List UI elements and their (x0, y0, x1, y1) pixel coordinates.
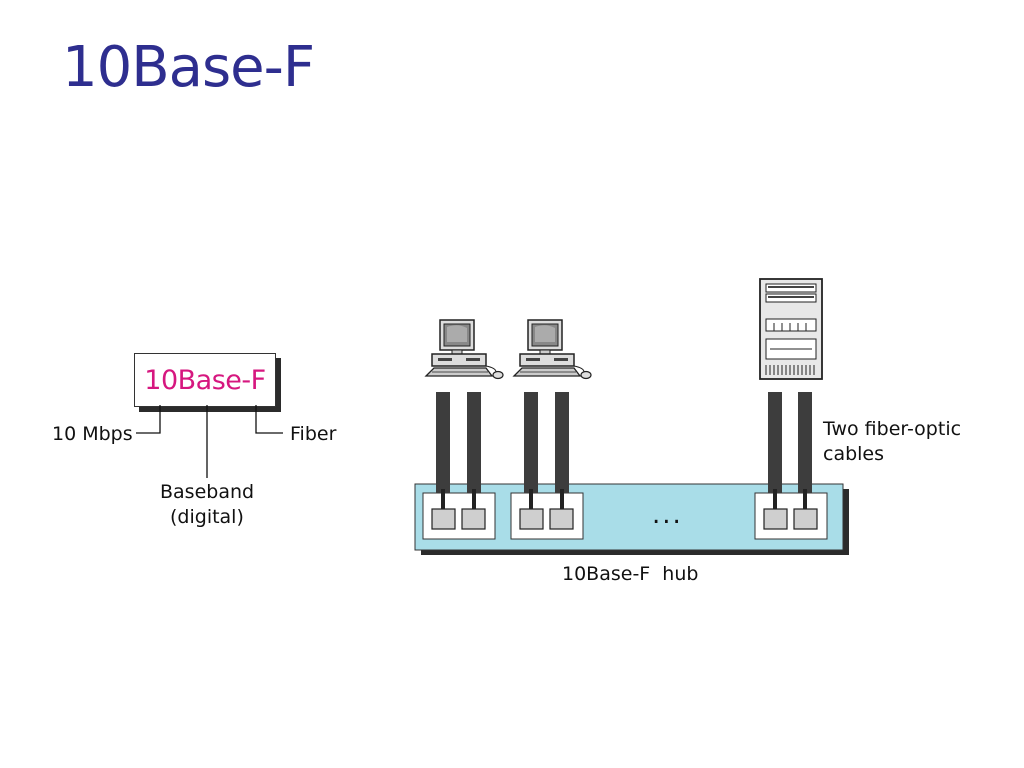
fiber-port (763, 508, 788, 530)
hub-label: 10Base-F hub (562, 563, 699, 585)
slide-title: 10Base-F (62, 35, 315, 100)
workstation-icon (512, 319, 592, 380)
fiber-cable (555, 392, 569, 493)
speed-label: 10 Mbps (52, 423, 133, 445)
medium-label: Fiber (290, 423, 337, 445)
signal-label-line1: Baseband (160, 481, 255, 503)
name-breakdown-box: 10Base-F (134, 353, 276, 407)
signal-label-line2: (digital) (170, 506, 244, 528)
fiber-port (519, 508, 544, 530)
hub-port-group-2 (510, 492, 584, 540)
fiber-port (549, 508, 574, 530)
fiber-cable (436, 392, 450, 493)
port-ellipsis: ... (652, 500, 683, 530)
fiber-port (793, 508, 818, 530)
server-icon (759, 278, 823, 380)
cable-connectors (441, 489, 807, 509)
fiber-port (461, 508, 486, 530)
fiber-cable (467, 392, 481, 493)
speed-connector-line (136, 405, 161, 434)
fiber-port (431, 508, 456, 530)
workstation-icon (424, 319, 504, 380)
naming-connectors (136, 405, 283, 478)
fiber-cable (524, 392, 538, 493)
hub-port-group-1 (422, 492, 496, 540)
fiber-cable (768, 392, 782, 493)
fiber-cables (436, 392, 812, 493)
cable-label-line2: cables (823, 443, 885, 465)
cable-label-line1: Two fiber-optic (823, 418, 962, 440)
medium-connector-line (255, 405, 283, 434)
fiber-cable (798, 392, 812, 493)
hub-port-group-3 (754, 492, 828, 540)
name-box-text: 10Base-F (144, 364, 266, 396)
